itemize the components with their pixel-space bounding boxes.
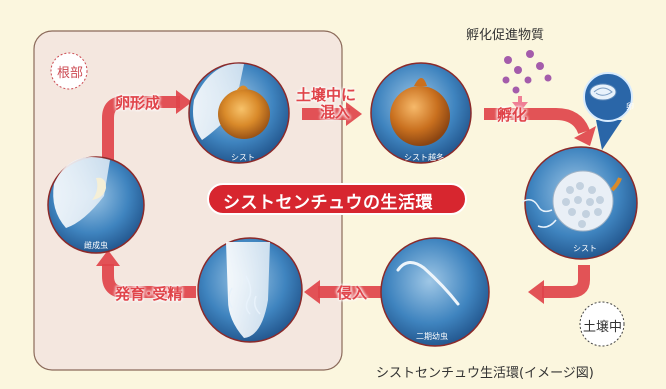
- diagram-caption: シストセンチュウ生活環(イメージ図): [376, 366, 594, 381]
- adult-female-caption: 雌成虫: [84, 241, 108, 250]
- stage-invasion-circle: [197, 237, 303, 343]
- soil-region-tag: [579, 301, 625, 347]
- root-region-label: 根部: [57, 66, 84, 81]
- root-region-tag: [50, 52, 88, 90]
- juvenile-caption: 二期幼虫: [416, 332, 448, 341]
- soil-region-label: 土壌中: [583, 320, 623, 335]
- stage-juvenile-circle: [380, 237, 490, 347]
- stage-cyst-circle: [188, 62, 290, 164]
- egg-formation-label: 卵形成: [115, 94, 161, 112]
- egg-caption: 卵: [626, 102, 634, 111]
- invasion-label: 侵入: [337, 284, 368, 302]
- egg-magnifier: [583, 72, 633, 150]
- cyst-caption: シスト: [231, 153, 255, 162]
- arrow-egg-formation: [102, 96, 180, 160]
- hatching-label: 孵化: [497, 106, 528, 124]
- flow-arrows: [102, 96, 590, 298]
- development-label: 発育･受精: [115, 285, 183, 303]
- arrow-to-juvenile: [542, 265, 590, 298]
- stage-cyst-overwinter-circle: [370, 62, 472, 164]
- hatching-factor-label: 孵化促進物質: [466, 28, 545, 43]
- stage-adult-female-circle: [47, 156, 145, 254]
- cyst-overwinter-caption: シスト越冬: [404, 153, 444, 162]
- mix-soil-label-line2: 混入: [320, 103, 351, 121]
- hatching-factor-dots: [502, 50, 552, 94]
- cyst-hatching-caption: シスト: [573, 244, 597, 253]
- mix-soil-label-line1: 土壌中に: [296, 86, 357, 104]
- arrow-development: [102, 264, 196, 298]
- arrow-hatching: [484, 108, 590, 135]
- title-banner: [207, 183, 467, 215]
- diagram-title: シストセンチュウの生活環: [223, 193, 433, 213]
- stage-cyst-hatching-circle: [521, 146, 638, 260]
